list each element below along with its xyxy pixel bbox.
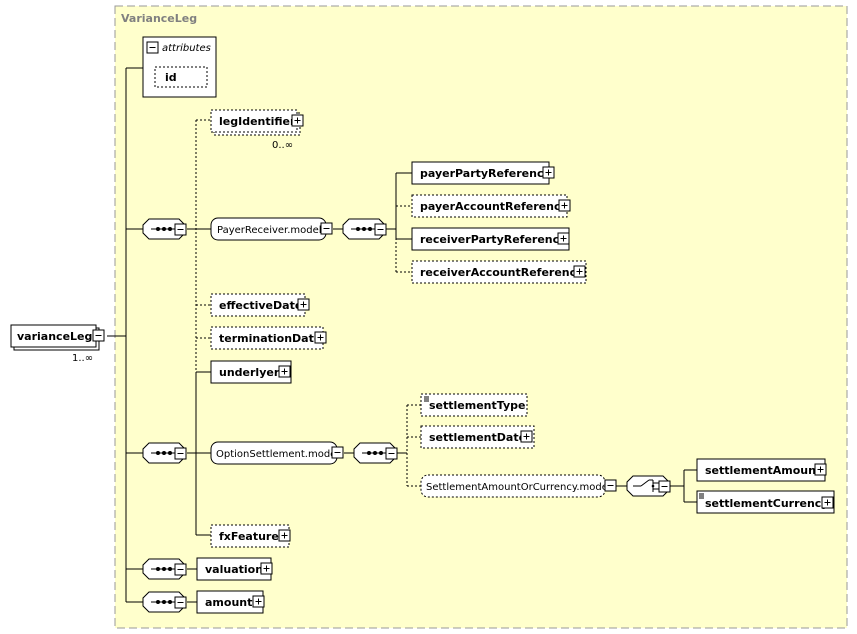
OptionSettlement-label: OptionSettlement.model	[216, 449, 339, 460]
expand-icon[interactable]	[252, 595, 265, 608]
expand-icon[interactable]	[314, 331, 327, 344]
attribute-id-label: id	[165, 71, 177, 84]
expand-icon[interactable]	[291, 114, 304, 127]
element-effectiveDate[interactable]: effectiveDate	[210, 293, 310, 317]
collapse-icon[interactable]	[174, 223, 187, 236]
choice-compositor[interactable]	[626, 475, 671, 497]
collapse-icon[interactable]	[331, 446, 344, 459]
legIdentifier-occurs: 0..∞	[272, 140, 293, 151]
group-PayerReceiver-model[interactable]: PayerReceiver.model	[210, 217, 333, 241]
payerAccountReference-label: payerAccountReference	[420, 200, 568, 213]
legIdentifier-label: legIdentifier	[219, 115, 296, 128]
attributes-box: attributes id	[142, 36, 217, 98]
valuation-label: valuation	[205, 563, 263, 576]
collapse-icon[interactable]	[374, 223, 387, 236]
collapse-icon[interactable]	[146, 41, 159, 54]
collapse-icon[interactable]	[320, 222, 333, 235]
expand-icon[interactable]	[278, 365, 291, 378]
element-settlementCurrency[interactable]: settlementCurrency	[696, 490, 835, 514]
root-label: varianceLeg	[17, 330, 92, 343]
effectiveDate-label: effectiveDate	[219, 299, 302, 312]
underlyer-label: underlyer	[219, 366, 280, 379]
collapse-icon[interactable]	[604, 479, 617, 492]
element-settlementType[interactable]: settlementType	[420, 393, 528, 417]
payerPartyReference-label: payerPartyReference	[420, 167, 551, 180]
container-title: VarianceLeg	[121, 12, 197, 25]
SettlementAmountOrCurrency-label: SettlementAmountOrCurrency.model	[426, 482, 611, 493]
sequence-compositor[interactable]	[142, 558, 187, 580]
element-payerAccountReference[interactable]: payerAccountReference	[411, 194, 571, 218]
element-valuation[interactable]: valuation	[196, 557, 273, 581]
expand-icon[interactable]	[814, 463, 827, 476]
settlementAmount-label: settlementAmount	[705, 464, 821, 477]
collapse-icon[interactable]	[92, 329, 105, 342]
expand-icon[interactable]	[520, 430, 533, 443]
element-amount[interactable]: amount	[196, 590, 265, 614]
settlementType-label: settlementType	[429, 399, 525, 412]
receiverAccountReference-label: receiverAccountReference	[420, 266, 584, 279]
expand-icon[interactable]	[558, 199, 571, 212]
receiverPartyReference-label: receiverPartyReference	[420, 233, 567, 246]
collapse-icon[interactable]	[174, 447, 187, 460]
group-OptionSettlement-model[interactable]: OptionSettlement.model	[210, 441, 344, 465]
settlementCurrency-label: settlementCurrency	[705, 497, 829, 510]
collapse-icon[interactable]	[385, 447, 398, 460]
root-element-varianceLeg[interactable]: varianceLeg 1..∞	[10, 324, 105, 364]
element-terminationDate[interactable]: terminationDate	[210, 326, 327, 350]
root-occurs: 1..∞	[72, 353, 93, 364]
element-legIdentifier[interactable]: legIdentifier 0..∞	[210, 109, 304, 151]
sequence-compositor[interactable]	[342, 218, 387, 240]
sequence-compositor[interactable]	[142, 442, 187, 464]
sequence-compositor[interactable]	[142, 591, 187, 613]
element-underlyer[interactable]: underlyer	[210, 360, 292, 384]
expand-icon[interactable]	[297, 298, 310, 311]
element-fxFeature[interactable]: fxFeature	[210, 524, 291, 548]
expand-icon[interactable]	[821, 496, 834, 509]
collapse-icon[interactable]	[658, 480, 671, 493]
collapse-icon[interactable]	[174, 596, 187, 609]
expand-icon[interactable]	[278, 529, 291, 542]
terminationDate-label: terminationDate	[219, 332, 321, 345]
attribute-id[interactable]	[154, 66, 208, 88]
element-settlementAmount[interactable]: settlementAmount	[696, 458, 827, 482]
sequence-compositor[interactable]	[142, 218, 187, 240]
collapse-icon[interactable]	[174, 563, 187, 576]
expand-icon[interactable]	[557, 232, 570, 245]
attributes-header: attributes	[162, 43, 211, 54]
element-payerPartyReference[interactable]: payerPartyReference	[411, 161, 555, 185]
element-settlementDate[interactable]: settlementDate	[420, 425, 535, 449]
optional-connectors	[195, 119, 421, 535]
group-SettlementAmountOrCurrency-model[interactable]: SettlementAmountOrCurrency.model	[420, 474, 617, 498]
expand-icon[interactable]	[260, 562, 273, 575]
expand-icon[interactable]	[542, 166, 555, 179]
element-receiverPartyReference[interactable]: receiverPartyReference	[411, 227, 570, 251]
fxFeature-label: fxFeature	[219, 530, 279, 543]
settlementDate-label: settlementDate	[429, 431, 526, 444]
sequence-compositor[interactable]	[353, 442, 398, 464]
PayerReceiver-label: PayerReceiver.model	[217, 225, 322, 236]
expand-icon[interactable]	[573, 265, 586, 278]
amount-label: amount	[205, 596, 252, 609]
element-receiverAccountReference[interactable]: receiverAccountReference	[411, 260, 587, 284]
